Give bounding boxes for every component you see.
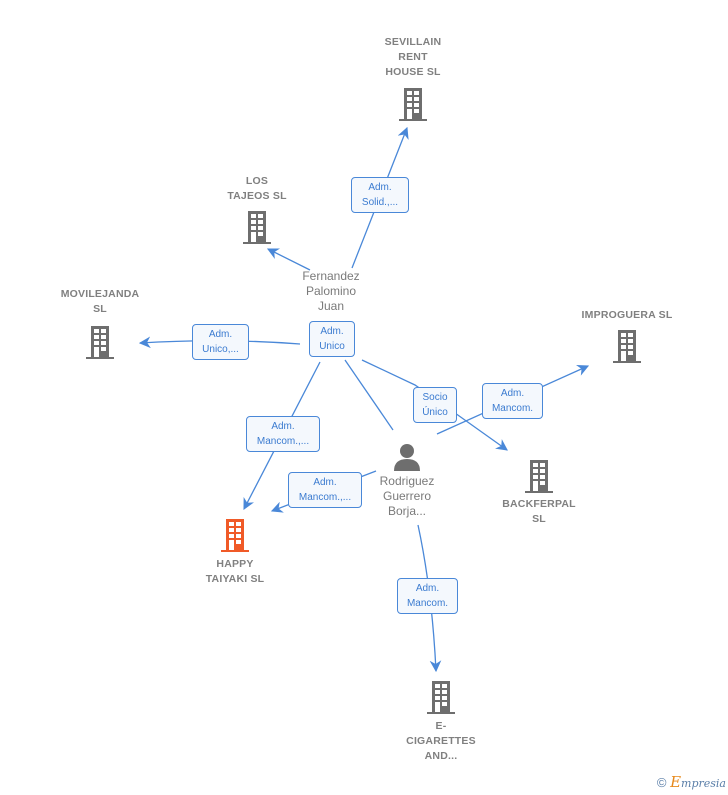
edge-fernandez-rodriguez bbox=[344, 359, 394, 431]
copyright-icon: © bbox=[656, 775, 667, 790]
company-label: LOS TAJEOS SL bbox=[227, 175, 287, 202]
building-icon bbox=[86, 326, 114, 359]
building-icon bbox=[399, 88, 427, 121]
company-label: IMPROGUERA SL bbox=[581, 309, 673, 321]
edge-label-socio-unico[interactable]: Socio Único bbox=[413, 387, 457, 423]
edge-label-adm-mancom-improguera[interactable]: Adm. Mancom. bbox=[482, 383, 543, 419]
person-node-rodriguez[interactable]: Rodriguez Guerrero Borja... bbox=[366, 442, 448, 519]
company-node-sevillain[interactable]: SEVILLAIN RENT HOUSE SL bbox=[372, 35, 454, 122]
company-label: BACKFERPAL SL bbox=[502, 498, 576, 525]
building-icon bbox=[427, 681, 455, 714]
person-node-fernandez[interactable]: Fernandez Palomino Juan bbox=[290, 269, 372, 314]
company-node-movilejanda[interactable]: MOVILEJANDA SL bbox=[52, 287, 148, 360]
company-label: MOVILEJANDA SL bbox=[60, 288, 140, 315]
building-icon bbox=[613, 330, 641, 363]
company-node-happy-taiyaki[interactable]: HAPPY TAIYAKI SL bbox=[190, 517, 280, 587]
building-icon bbox=[243, 211, 271, 244]
edge-label-adm-mancom-happy-rodriguez[interactable]: Adm. Mancom.,... bbox=[288, 472, 362, 508]
company-node-los-tajeos[interactable]: LOS TAJEOS SL bbox=[218, 174, 296, 245]
brand-logo-text: mpresia bbox=[681, 777, 726, 790]
building-icon-focus bbox=[221, 519, 249, 552]
edge-label-adm-mancom-happy-fernandez[interactable]: Adm. Mancom.,... bbox=[246, 416, 320, 452]
person-label: Fernandez Palomino Juan bbox=[302, 269, 360, 313]
building-icon bbox=[525, 460, 553, 493]
company-label: HAPPY TAIYAKI SL bbox=[205, 558, 265, 585]
edge-label-adm-mancom-e-cigarettes[interactable]: Adm. Mancom. bbox=[397, 578, 458, 614]
company-node-backferpal[interactable]: BACKFERPAL SL bbox=[494, 458, 584, 527]
company-node-e-cigarettes[interactable]: E- CIGARETTES AND... bbox=[396, 679, 486, 764]
edge-fernandez-los-tajeos bbox=[266, 248, 311, 271]
edge-label-adm-unico-movilejanda[interactable]: Adm. Unico,... bbox=[192, 324, 249, 360]
person-label: Rodriguez Guerrero Borja... bbox=[379, 474, 435, 518]
brand-logo-initial: E bbox=[670, 773, 682, 791]
company-label: SEVILLAIN RENT HOUSE SL bbox=[384, 36, 442, 78]
person-icon bbox=[394, 444, 420, 471]
footer-credit: © Empresia bbox=[657, 773, 726, 791]
edge-label-adm-solid[interactable]: Adm. Solid.,... bbox=[351, 177, 409, 213]
company-node-improguera[interactable]: IMPROGUERA SL bbox=[572, 308, 682, 364]
company-label: E- CIGARETTES AND... bbox=[406, 720, 476, 762]
edge-label-adm-unico-self[interactable]: Adm. Unico bbox=[309, 321, 355, 357]
